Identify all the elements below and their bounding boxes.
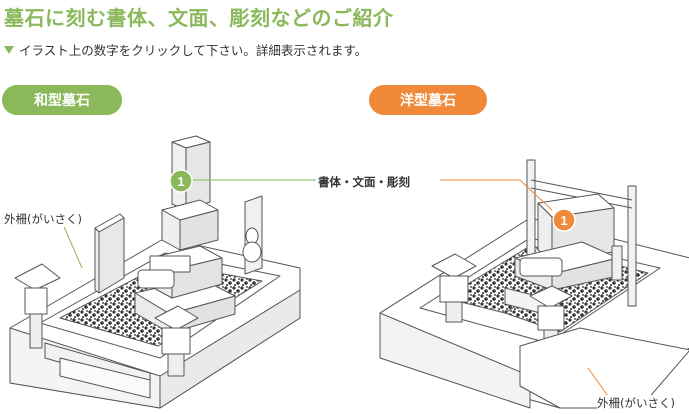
hotspot-wa-1-number: 1: [177, 174, 184, 189]
label-fence-wa: 外柵(がいさく): [4, 211, 82, 227]
hotspot-wa-1[interactable]: 1: [169, 169, 193, 193]
label-fence-yo: 外柵(がいさく): [597, 395, 675, 411]
tab-yo-gata[interactable]: 洋型墓石: [369, 85, 487, 115]
yo-gata-grave: [379, 159, 689, 409]
tombstone-illustration: 1: [9, 135, 689, 409]
leader-line-fence-yo: [587, 367, 609, 397]
instruction-text: イラスト上の数字をクリックして下さい。詳細表示されます。: [19, 43, 368, 58]
leader-line-fence-wa: [61, 221, 83, 269]
page-title: 墓石に刻む書体、文面、彫刻などのご紹介: [4, 6, 394, 30]
hotspot-yo-1-number: 1: [560, 213, 567, 228]
tab-wa-gata[interactable]: 和型墓石: [2, 85, 122, 115]
instruction-line: イラスト上の数字をクリックして下さい。詳細表示されます。: [4, 40, 367, 59]
wa-gata-grave: [9, 135, 301, 409]
leader-line-yo: [440, 179, 553, 211]
triangle-down-icon: [4, 45, 14, 54]
hotspot-yo-1[interactable]: 1: [552, 208, 576, 232]
label-lettering: 書体・文面・彫刻: [318, 174, 410, 190]
